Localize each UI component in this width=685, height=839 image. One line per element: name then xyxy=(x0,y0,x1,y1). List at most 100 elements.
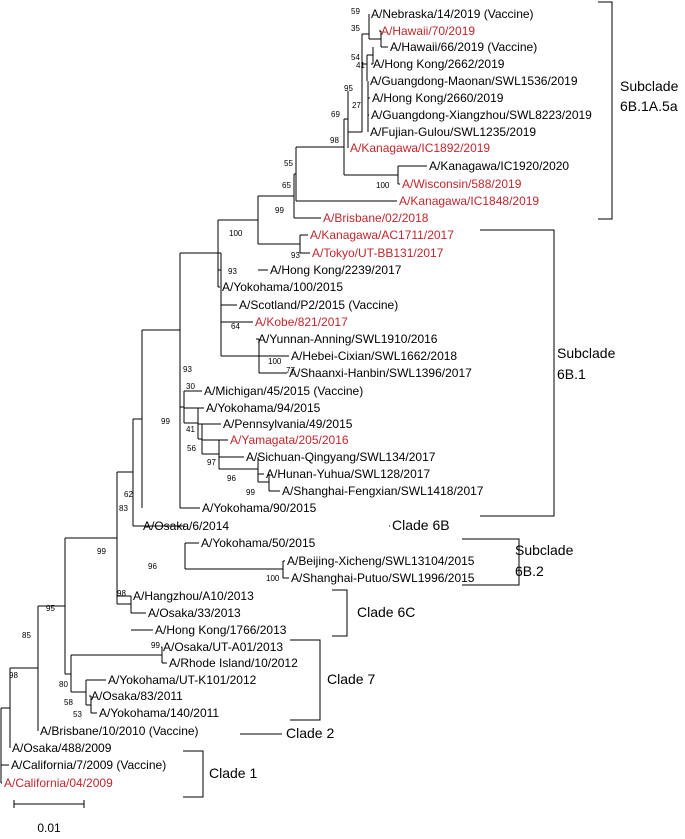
bootstrap-value: 65 xyxy=(282,181,291,190)
taxon-label: A/Guangdong-Maonan/SWL1536/2019 xyxy=(370,74,578,88)
taxon-label: A/Hong Kong/2662/2019 xyxy=(373,57,505,71)
clade-bracket xyxy=(462,538,520,586)
bootstrap-value: 54 xyxy=(351,53,360,62)
taxon-label: A/Tokyo/UT-BB131/2017 xyxy=(312,246,444,260)
taxon-label: A/Scotland/P2/2015 (Vaccine) xyxy=(239,298,398,312)
taxon-label: A/Hong Kong/2239/2017 xyxy=(270,263,402,277)
taxon-label: A/Kanagawa/AC1711/2017 xyxy=(310,228,454,242)
bootstrap-value: 96 xyxy=(227,474,236,483)
taxon-label: A/California/04/2009 xyxy=(4,776,113,790)
bootstrap-value: 93 xyxy=(228,267,237,276)
bootstrap-value: 59 xyxy=(351,7,360,16)
bootstrap-value: 80 xyxy=(59,680,68,689)
taxon-label: A/Yokohama/50/2015 xyxy=(201,536,316,550)
taxon-label: A/Kanagawa/IC1892/2019 xyxy=(350,141,490,155)
bootstrap-value: 99 xyxy=(151,641,160,650)
clade-label: Clade 2 xyxy=(286,725,334,741)
clade-label-line2: 6B.1A.5a xyxy=(620,98,678,114)
taxon-label: A/Sichuan-Qingyang/SWL134/2017 xyxy=(246,450,436,464)
bootstrap-value: 30 xyxy=(186,382,195,391)
bootstrap-value: 53 xyxy=(73,710,82,719)
bootstrap-value: 98 xyxy=(9,671,18,680)
taxon-label: A/Hawaii/66/2019 (Vaccine) xyxy=(390,40,537,54)
taxon-label: A/Yamagata/205/2016 xyxy=(230,433,349,447)
clade-label-line2: 6B.2 xyxy=(515,563,544,579)
taxon-label: A/Yunnan-Anning/SWL1910/2016 xyxy=(258,332,438,346)
taxon-label: A/Hong Kong/1766/2013 xyxy=(155,623,287,637)
bootstrap-value: 27 xyxy=(352,101,361,110)
clade-bracket xyxy=(480,229,555,517)
bootstrap-value: 35 xyxy=(351,24,360,33)
taxon-label: A/Hebei-Cixian/SWL1662/2018 xyxy=(291,349,457,363)
taxon-label: A/Osaka/UT-A01/2013 xyxy=(163,640,283,654)
clade-bracket xyxy=(183,750,204,798)
bootstrap-value: 93 xyxy=(183,365,192,374)
taxon-label: A/Rhode Island/10/2012 xyxy=(169,656,298,670)
taxon-label: A/Brisbane/02/2018 xyxy=(323,211,429,225)
taxon-label: A/Hunan-Yuhua/SWL128/2017 xyxy=(266,467,430,481)
clade-label-line2: 6B.1 xyxy=(557,366,586,382)
taxon-label: A/Osaka/6/2014 xyxy=(143,519,229,533)
taxon-label: A/Kanagawa/IC1920/2020 xyxy=(429,159,569,173)
clade-label: Clade 7 xyxy=(327,671,375,687)
clade-label: Clade 6C xyxy=(357,604,415,620)
scale-bar-label: 0.01 xyxy=(37,821,61,835)
taxon-label: A/Yokohama/94/2015 xyxy=(206,401,321,415)
bootstrap-value: 100 xyxy=(229,229,243,238)
bootstrap-value: 99 xyxy=(97,547,106,556)
taxon-label: A/Michigan/45/2015 (Vaccine) xyxy=(204,384,363,398)
taxon-label: A/Shanghai-Fengxian/SWL1418/2017 xyxy=(282,484,484,498)
taxon-label: A/Beijing-Xicheng/SWL13104/2015 xyxy=(287,554,475,568)
taxon-label: A/Brisbane/10/2010 (Vaccine) xyxy=(40,724,199,738)
taxon-label: A/Osaka/83/2011 xyxy=(91,689,183,703)
bootstrap-value: 41 xyxy=(356,61,365,70)
taxon-label: A/Fujian-Gulou/SWL1235/2019 xyxy=(370,125,536,139)
taxon-label: A/Hangzhou/A10/2013 xyxy=(133,589,254,603)
clade-label: Clade 1 xyxy=(209,765,257,781)
bootstrap-value: 95 xyxy=(46,604,55,613)
bootstrap-value: 96 xyxy=(148,562,157,571)
taxon-label: A/Kobe/821/2017 xyxy=(255,315,348,329)
taxon-label: A/Kanagawa/IC1848/2019 xyxy=(399,194,539,208)
bootstrap-value: 64 xyxy=(231,322,240,331)
bootstrap-value: 56 xyxy=(187,444,196,453)
bootstrap-value: 99 xyxy=(161,417,170,426)
bootstrap-value: 41 xyxy=(186,425,195,434)
taxon-label: A/Pennsylvania/49/2015 xyxy=(223,417,353,431)
bootstrap-value: 58 xyxy=(64,698,73,707)
bootstrap-value: 77 xyxy=(286,366,295,375)
taxon-labels: A/Nebraska/14/2019 (Vaccine) A/Hawaii/70/… xyxy=(4,7,592,790)
clade-label: Subclade xyxy=(515,542,574,558)
bootstrap-value: 100 xyxy=(376,181,390,190)
clade-label: Subclade xyxy=(557,345,616,361)
taxon-label: A/Hawaii/70/2019 xyxy=(381,24,475,38)
bootstrap-values: 5935544195276998551006599100939364100773… xyxy=(9,7,390,719)
bootstrap-value: 55 xyxy=(284,159,293,168)
bootstrap-value: 98 xyxy=(330,136,339,145)
taxon-label: A/Hong Kong/2660/2019 xyxy=(372,91,504,105)
taxon-label: A/Nebraska/14/2019 (Vaccine) xyxy=(371,7,534,21)
taxon-label: A/Osaka/488/2009 xyxy=(12,741,112,755)
taxon-label: A/Yokohama/140/2011 xyxy=(99,706,219,720)
clade-label: Subclade xyxy=(620,78,679,94)
clade-bracket xyxy=(598,1,613,220)
clade-bracket xyxy=(332,589,348,637)
taxon-label: A/Osaka/33/2013 xyxy=(148,606,241,620)
scale-bar: 0.01 xyxy=(13,800,85,835)
bootstrap-value: 99 xyxy=(246,488,255,497)
bootstrap-value: 97 xyxy=(207,458,216,467)
taxon-label: A/Shanghai-Putuo/SWL1996/2015 xyxy=(291,571,475,585)
taxon-label: A/Yokohama/90/2015 xyxy=(202,501,317,515)
bootstrap-value: 95 xyxy=(344,84,353,93)
bootstrap-value: 93 xyxy=(291,251,300,260)
taxon-label: A/California/7/2009 (Vaccine) xyxy=(11,758,166,772)
taxon-label: A/Guangdong-Xiangzhou/SWL8223/2019 xyxy=(371,108,592,122)
taxon-label: A/Shaanxi-Hanbin/SWL1396/2017 xyxy=(289,366,472,380)
bootstrap-value: 62 xyxy=(124,490,133,499)
taxon-label: A/Wisconsin/588/2019 xyxy=(402,177,522,191)
clade-label: Clade 6B xyxy=(392,517,450,533)
bootstrap-value: 100 xyxy=(268,357,282,366)
bootstrap-value: 100 xyxy=(266,574,280,583)
